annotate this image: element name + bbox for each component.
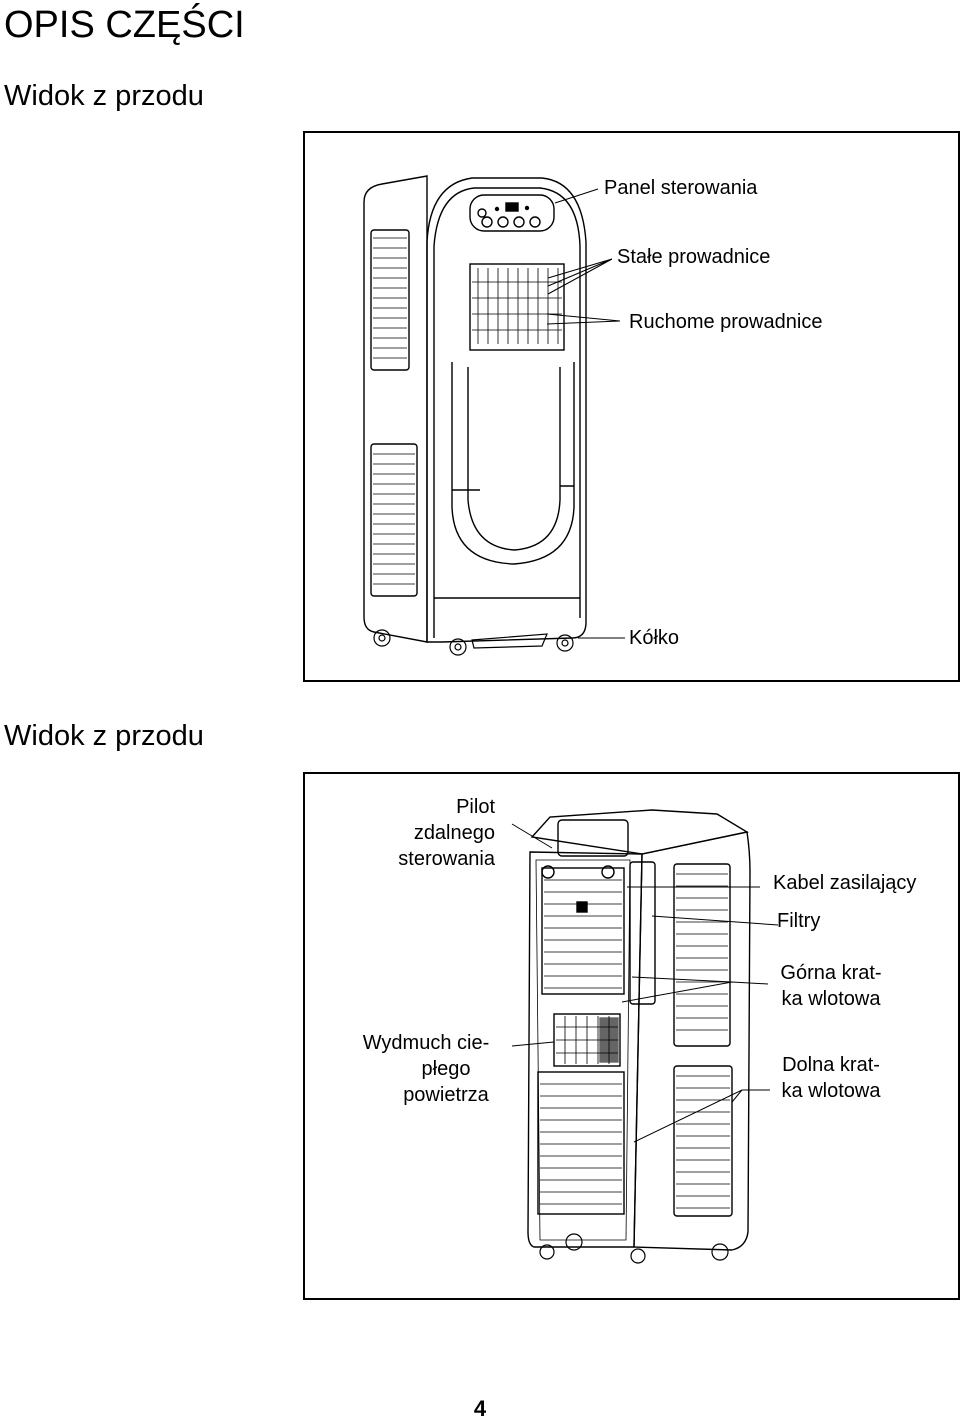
label-lower-grille-line1: Dolna krat- <box>782 1054 880 1076</box>
front-view-figure: Panel sterowania Stałe prowadnice Ruchom… <box>303 131 960 682</box>
rear-view-drawing <box>511 809 779 1264</box>
label-remote-line1: Pilot <box>456 796 495 818</box>
label-hot-air-line1: Wydmuch cie- <box>362 1032 490 1054</box>
label-remote-line3: sterowania <box>398 848 495 870</box>
label-upper-grille-line2: ka wlotowa <box>781 988 881 1010</box>
section-title-rear: Widok z przodu <box>4 720 204 752</box>
label-hot-air-line2: płego <box>421 1058 471 1080</box>
label-movable-louvers: Ruchome prowadnice <box>629 311 823 333</box>
section-title-front: Widok z przodu <box>4 80 204 112</box>
rear-view-figure: Pilot zdalnego sterowania Kabel zasilają… <box>303 772 960 1300</box>
label-fixed-louvers: Stałe prowadnice <box>617 246 771 268</box>
label-filters: Filtry <box>777 910 821 932</box>
label-caster: Kółko <box>629 627 680 649</box>
page-heading: OPIS CZĘŚCI <box>4 4 245 46</box>
label-remote-line2: zdalnego <box>413 822 495 844</box>
label-upper-grille-line1: Górna krat- <box>780 962 882 984</box>
label-power-cable: Kabel zasilający <box>773 872 917 894</box>
label-control-panel: Panel sterowania <box>604 177 758 199</box>
front-view-drawing <box>363 175 625 656</box>
label-hot-air-line3: powietrza <box>403 1084 489 1106</box>
label-lower-grille-line2: ka wlotowa <box>781 1080 881 1102</box>
page-number: 4 <box>473 1396 487 1421</box>
